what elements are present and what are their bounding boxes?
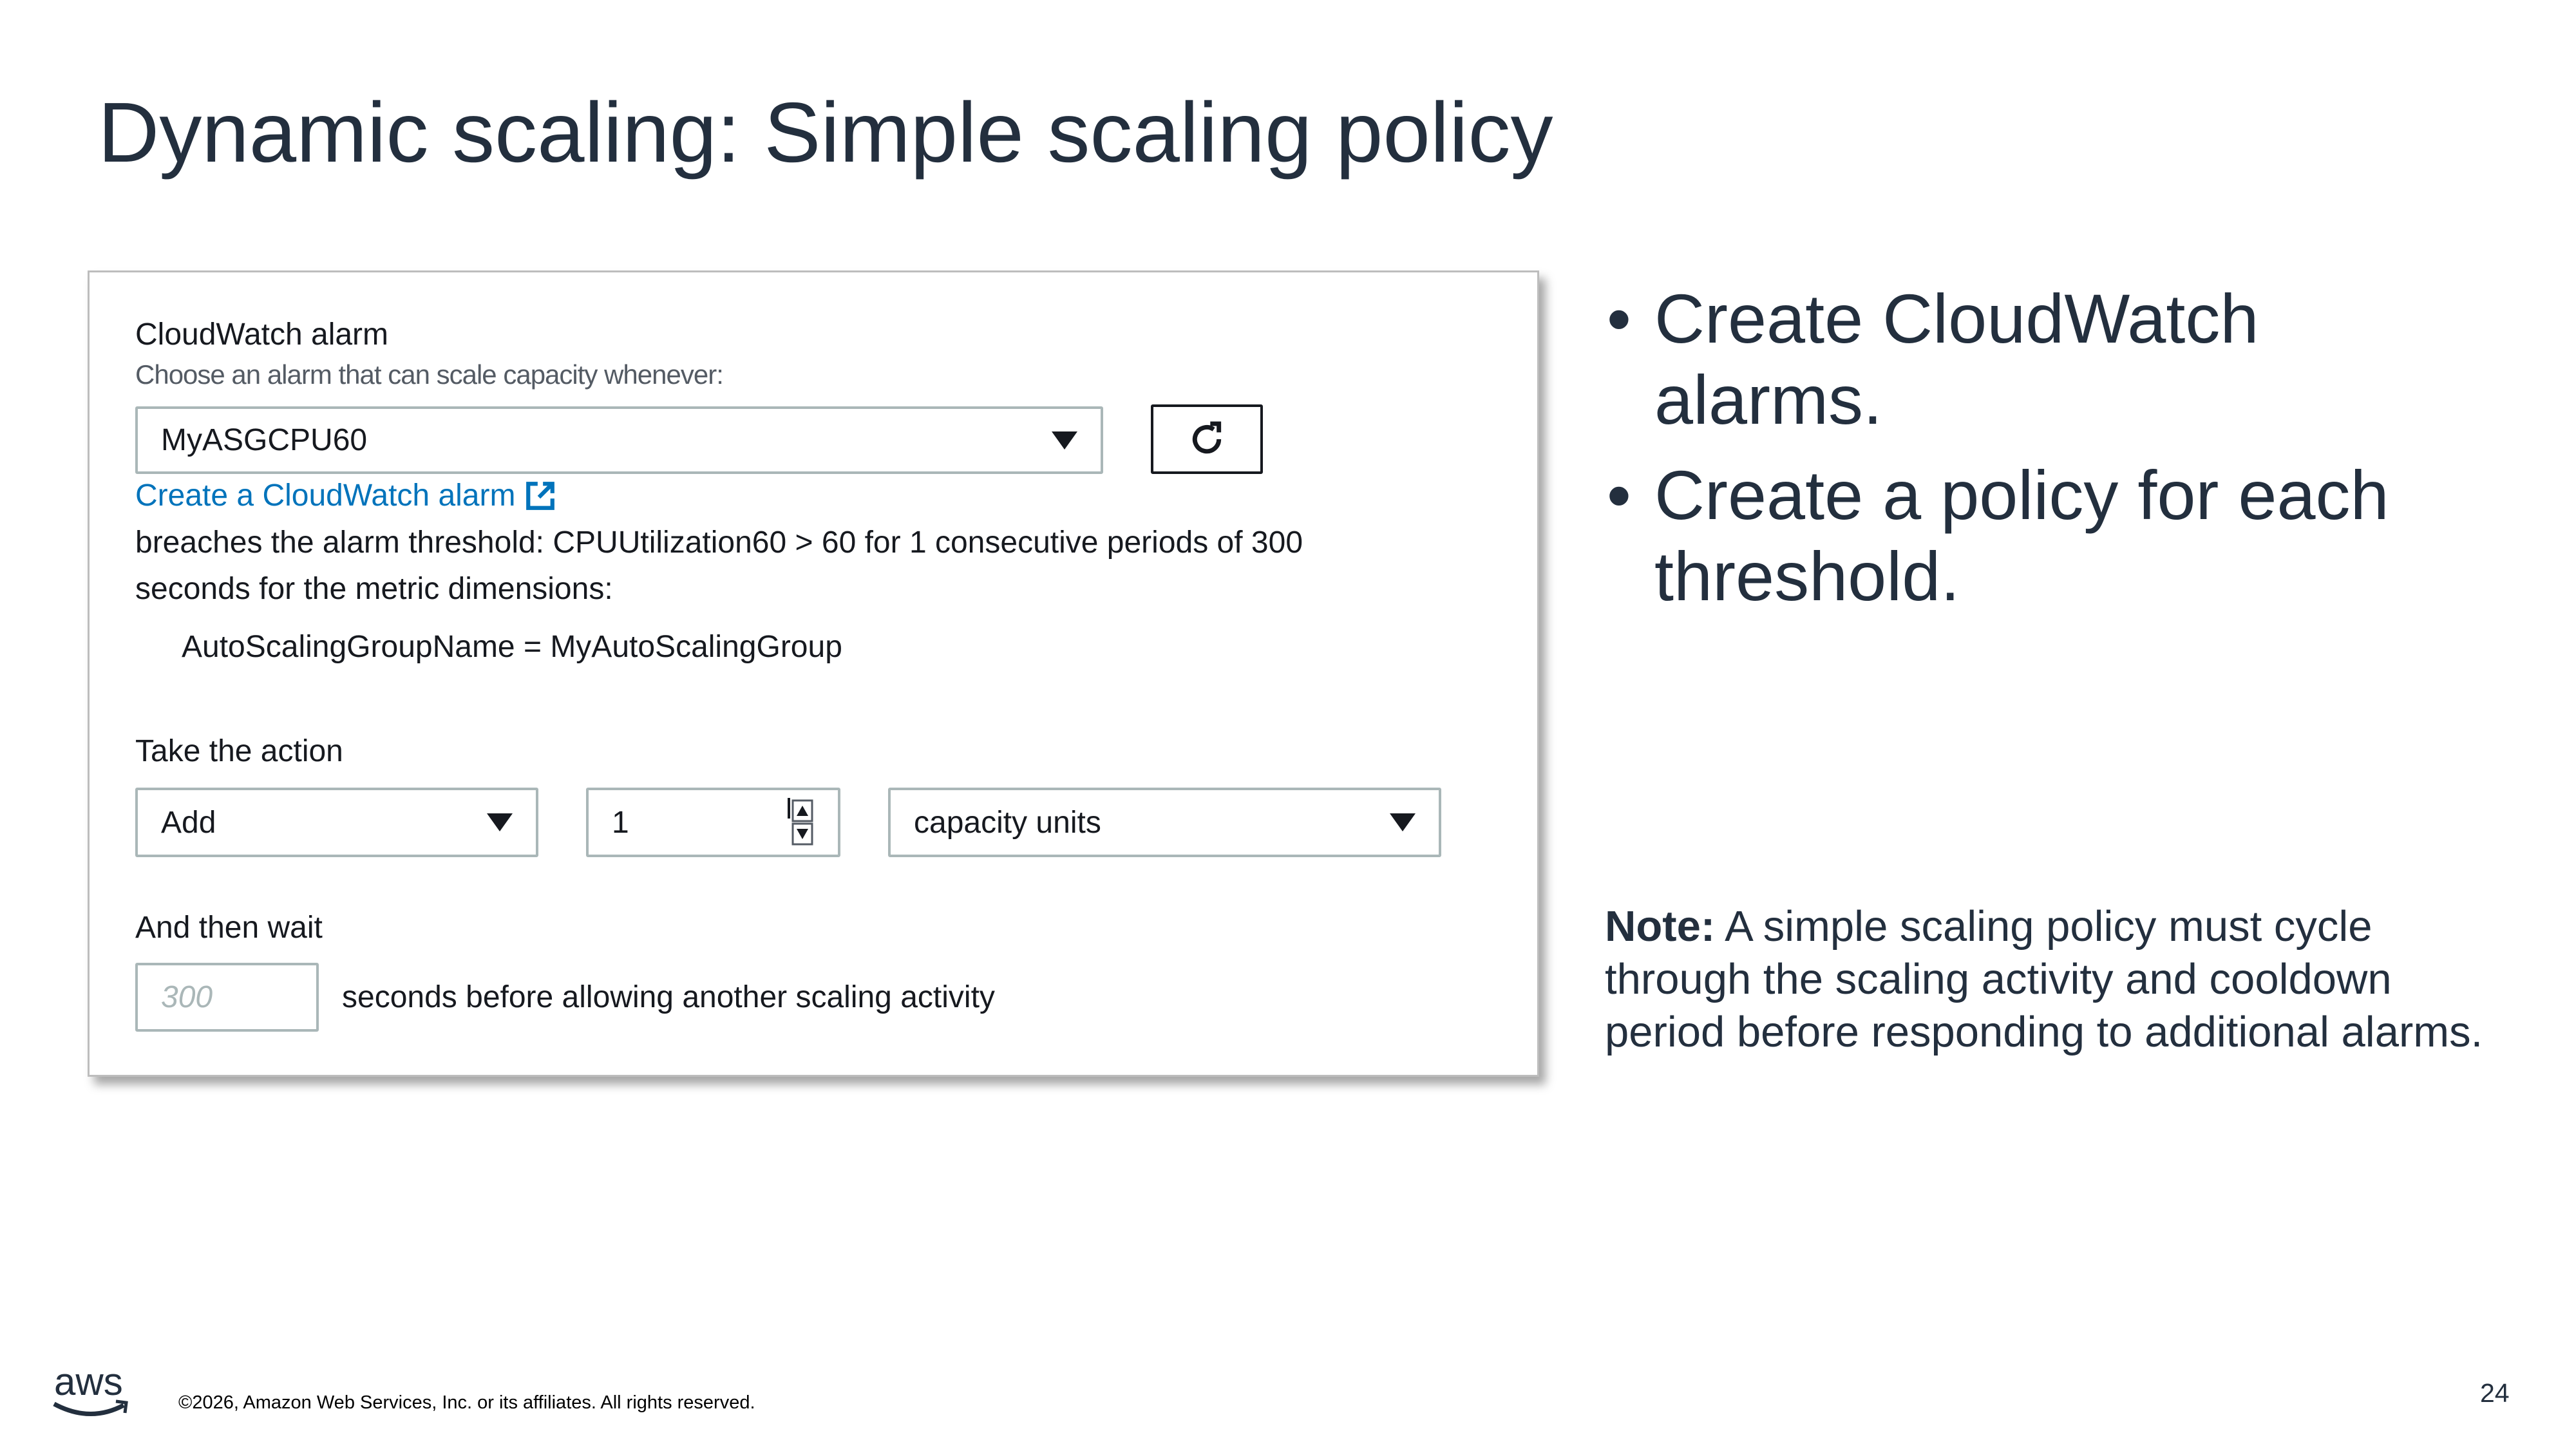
- alarm-select[interactable]: MyASGCPU60: [135, 406, 1103, 474]
- bullet-dot: •: [1607, 279, 1631, 357]
- bullet-2-line2: threshold.: [1654, 537, 1960, 615]
- bullet-dot: •: [1607, 456, 1631, 534]
- scaling-policy-panel: [88, 270, 1539, 1077]
- page-number: 24: [2480, 1378, 2510, 1408]
- refresh-icon: [1192, 421, 1222, 454]
- bullet-1-line1: Create CloudWatch: [1654, 279, 2259, 357]
- chevron-down-icon: [1390, 813, 1416, 831]
- stepper-arrows-icon[interactable]: [786, 798, 815, 847]
- dimension-text: AutoScalingGroupName = MyAutoScalingGrou…: [182, 630, 842, 664]
- chevron-down-icon: [487, 813, 513, 831]
- create-alarm-link[interactable]: Create a CloudWatch alarm: [135, 478, 556, 513]
- bullet-2-line1: Create a policy for each: [1654, 456, 2389, 534]
- alarm-hint: Choose an alarm that can scale capacity …: [135, 359, 724, 390]
- action-unit-select[interactable]: capacity units: [888, 788, 1441, 857]
- aws-logo: aws: [53, 1364, 128, 1416]
- refresh-button[interactable]: [1151, 404, 1263, 474]
- action-type-value: Add: [161, 805, 216, 840]
- note-label: Note:: [1605, 902, 1716, 951]
- wait-label: And then wait: [135, 911, 323, 945]
- bullet-1: • Create CloudWatch alarms.: [1607, 278, 2259, 439]
- external-link-icon: [526, 481, 555, 510]
- action-type-select[interactable]: Add: [135, 788, 538, 857]
- chevron-down-icon: [1052, 431, 1077, 450]
- copyright-text: ©2026, Amazon Web Services, Inc. or its …: [178, 1392, 755, 1413]
- action-unit-value: capacity units: [914, 805, 1101, 840]
- wait-seconds-input[interactable]: 300: [135, 963, 319, 1032]
- threshold-text-2: seconds for the metric dimensions:: [135, 572, 613, 606]
- action-amount-stepper[interactable]: 1: [586, 788, 840, 857]
- action-label: Take the action: [135, 734, 343, 768]
- action-amount-value: 1: [612, 805, 629, 840]
- bullet-2: • Create a policy for each threshold.: [1607, 455, 2389, 615]
- note-body: A simple scaling policy must cycle throu…: [1605, 902, 2483, 1056]
- alarm-selected-value: MyASGCPU60: [161, 423, 368, 457]
- note-text: Note: A simple scaling policy must cycle…: [1605, 900, 2506, 1059]
- alarm-label: CloudWatch alarm: [135, 317, 389, 352]
- create-alarm-link-text[interactable]: Create a CloudWatch alarm: [135, 478, 516, 513]
- svg-text:aws: aws: [54, 1364, 123, 1403]
- slide-title: Dynamic scaling: Simple scaling policy: [98, 85, 1553, 180]
- threshold-text-1: breaches the alarm threshold: CPUUtiliza…: [135, 526, 1303, 560]
- wait-seconds-placeholder: 300: [161, 980, 213, 1014]
- wait-suffix-text: seconds before allowing another scaling …: [342, 980, 995, 1014]
- bullet-1-line2: alarms.: [1654, 361, 1883, 439]
